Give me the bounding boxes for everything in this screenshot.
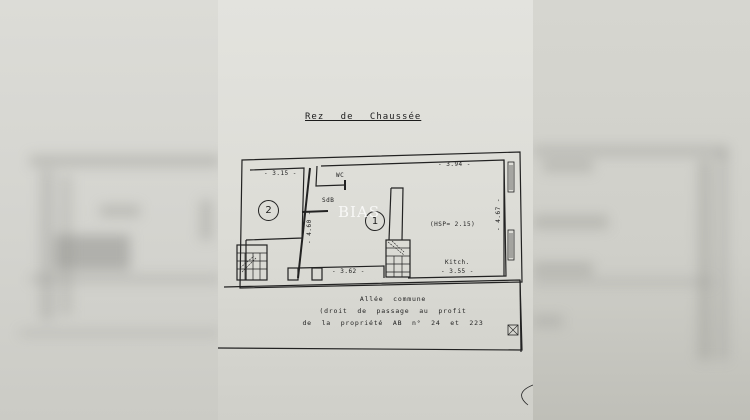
room1-hsp: (HSP= 2.15): [430, 221, 476, 228]
room1-width-dim-bottom: - 3.55 -: [441, 268, 474, 275]
blurred-background-right: [533, 0, 750, 420]
wc-label: WC: [336, 172, 345, 179]
allee-line-2: (droit de passage au profit: [319, 307, 467, 315]
room1-label: 1: [365, 211, 385, 231]
room2-width-dim: - 3.15 -: [264, 170, 297, 177]
room2-height-dim: - 4.60 -: [305, 211, 313, 244]
room1-width-dim-top: - 3.94 -: [438, 161, 471, 168]
watermark-logo: BIAS: [338, 203, 381, 221]
sdb-label: SdB: [322, 197, 335, 204]
floor-plan-drawing: [218, 151, 533, 406]
floor-plan-paper: Rez de Chaussée - 3.15 - 2 - 4.60 - WC S…: [218, 0, 533, 420]
room1-height-dim: - 4.67 -: [494, 198, 502, 231]
allee-line-1: Allée commune: [359, 295, 427, 303]
blurred-background-left: [0, 0, 218, 420]
room2-label: 2: [258, 200, 279, 221]
allee-line-3: de la propriété AB n° 24 et 223: [302, 319, 484, 327]
middle-dim: - 3.62 -: [332, 268, 365, 275]
plan-title: Rez de Chaussée: [305, 112, 422, 122]
kitchen-label: Kitch.: [445, 259, 470, 266]
